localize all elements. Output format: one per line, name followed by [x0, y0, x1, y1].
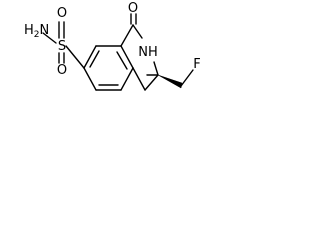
benzene-ring [83, 45, 134, 91]
bond-ch2-f [180, 69, 194, 87]
atom-sulfonyl-oxygen-top: O [57, 6, 67, 21]
bond-c7-c8 [83, 45, 97, 69]
bond-c4a-c4 [132, 67, 146, 91]
bond-c3-n2 [153, 61, 159, 76]
bond-c4-c3 [144, 74, 159, 91]
atom-nh2-h: H [24, 23, 34, 38]
atom-ring-nh: NH [138, 45, 158, 60]
bond-c8a-c1 [120, 24, 134, 47]
atom-sulfonyl-oxygen-bottom: O [57, 63, 67, 78]
atom-carbonyl-oxygen: O [128, 1, 138, 16]
wedge-bond-c3-ch2 [157, 74, 183, 89]
bond-c6-c7 [83, 67, 97, 91]
bond-c1-n2 [132, 24, 143, 39]
bond-c8a-c4a [120, 45, 134, 69]
lactam-ring [120, 24, 159, 91]
atom-sulfur: S [58, 39, 66, 54]
bond-s-n [42, 32, 57, 44]
chemical-structure: O NH F S O O H2N [24, 1, 201, 91]
carbonyl-group: O [128, 1, 138, 25]
bond-c7-s [65, 45, 85, 69]
sulfonamide-group: S O O H2N [24, 6, 85, 78]
atom-sulfonamide-nh2: H2N [24, 23, 49, 40]
fluoromethyl-group: F [157, 57, 201, 89]
atom-nh2-subscript: 2 [34, 30, 40, 40]
bond-c8a-c4a-inner [116, 51, 128, 70]
atom-fluorine: F [193, 57, 200, 72]
bond-c7-c8-inner [89, 50, 100, 68]
atom-nh2-n: N [40, 23, 50, 38]
bond-c4a-c5 [120, 67, 134, 91]
